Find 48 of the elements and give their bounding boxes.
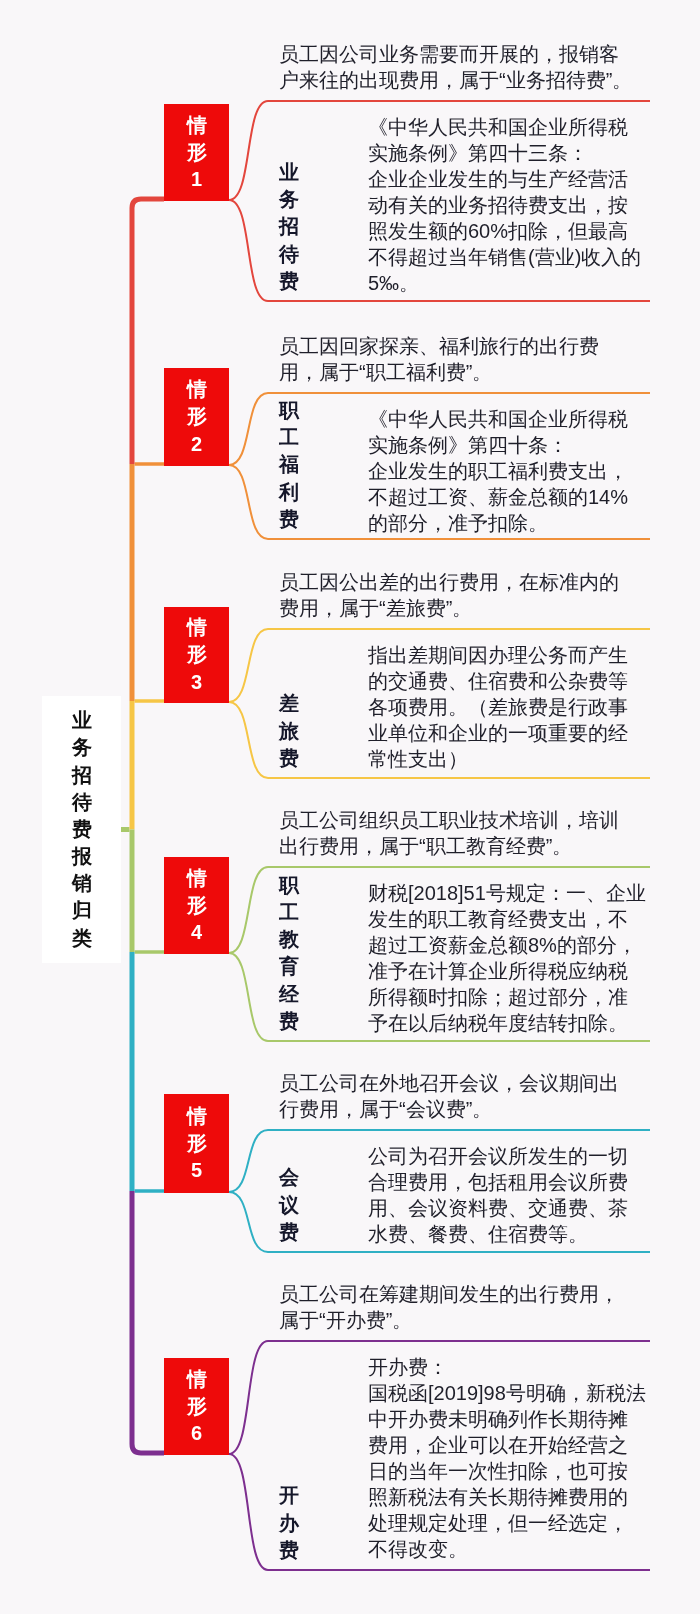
connector-line	[228, 1340, 269, 1455]
description-text: 《中华人民共和国企业所得税实施条例》第四十条：	[368, 407, 629, 458]
connector-line	[228, 701, 269, 779]
category-label: 业务招待费	[279, 160, 299, 294]
scenario-text: 员工公司在筹建期间发生的出行费用，属于“开办费”。	[268, 1281, 650, 1342]
connector-line	[129, 196, 164, 464]
description-text: 公司为召开会议所发生的一切合理费用，包括租用会议所费用、会议资料费、交通费、茶水费、餐费、住宿费等。	[368, 1144, 629, 1247]
description-text: 《中华人民共和国企业所得税实施条例》第四十三条：	[368, 115, 629, 166]
connector-line	[129, 701, 135, 830]
connector-line	[228, 199, 269, 302]
description-text: 企业企业发生的与生产经营活动有关的业务招待费支出，按照发生额的60%扣除，但最高不得超过当年销售(营业)收入的5‰。	[368, 167, 643, 296]
connector-line	[129, 952, 135, 1191]
connector-line	[129, 464, 135, 701]
connector-line	[129, 1191, 164, 1456]
case-tag: 情形1	[164, 104, 229, 201]
case-tag: 情形3	[164, 607, 229, 703]
case-tag: 情形2	[164, 368, 229, 466]
description-text: 开办费：	[368, 1355, 449, 1380]
description-text: 财税[2018]51号规定：一、企业发生的职工教育经费支出，不超过工资薪金总额8%的部分，准予在计算企业所得税应纳税所得额时扣除；超过部分，准予在以后纳税年度结转扣除。	[368, 881, 647, 1036]
connector-line	[228, 1453, 269, 1571]
case-tag: 情形5	[164, 1094, 229, 1193]
description-text: 国税函[2019]98号明确，新税法中开办费未明确列作长期待摊费用，企业可以在开始经营之日的当年一次性扣除，也可按照新税法有关长期待摊费用的处理规定处理，但一经选定，不得改变。	[368, 1381, 647, 1562]
scenario-text: 员工因公司业务需要而开展的，报销客户来往的出现费用，属于“业务招待费”。	[268, 41, 650, 102]
connector-line	[134, 950, 164, 954]
scenario-text: 员工公司组织员工职业技术培训，培训出行费用，属于“职工教育经费”。	[268, 807, 650, 868]
description-text: 企业发生的职工福利费支出，不超过工资、薪金总额的14%的部分，准予扣除。	[368, 459, 630, 536]
category-label: 会议费	[279, 1165, 299, 1245]
root-topic: 业务招待费报销归类	[42, 696, 121, 963]
category-label: 开办费	[279, 1483, 299, 1563]
case-tag: 情形4	[164, 857, 229, 954]
scenario-text: 员工公司在外地召开会议，会议期间出行费用，属于“会议费”。	[268, 1070, 650, 1131]
connector-line	[134, 699, 164, 703]
scenario-text: 员工因公出差的出行费用，在标准内的费用，属于“差旅费”。	[268, 569, 650, 630]
connector-line	[129, 829, 135, 952]
connector-line	[228, 952, 269, 1042]
connector-line	[228, 100, 269, 201]
connector-line	[228, 464, 269, 540]
connector-line	[228, 866, 269, 954]
case-tag: 情形6	[164, 1358, 229, 1455]
connector-line	[134, 462, 164, 466]
connector-line	[134, 1189, 164, 1193]
description-text: 指出差期间因办理公务而产生的交通费、住宿费和公杂费等各项费用。（差旅费是行政事业单位和企业的一项重要的经常性支出）	[368, 643, 629, 772]
category-label: 职工福利费	[279, 398, 299, 532]
connector-line	[228, 1191, 269, 1253]
connector-line	[121, 827, 130, 832]
scenario-text: 员工因回家探亲、福利旅行的出行费用，属于“职工福利费”。	[268, 333, 650, 394]
category-label: 职工教育经费	[279, 872, 299, 1034]
category-label: 差旅费	[279, 691, 299, 771]
